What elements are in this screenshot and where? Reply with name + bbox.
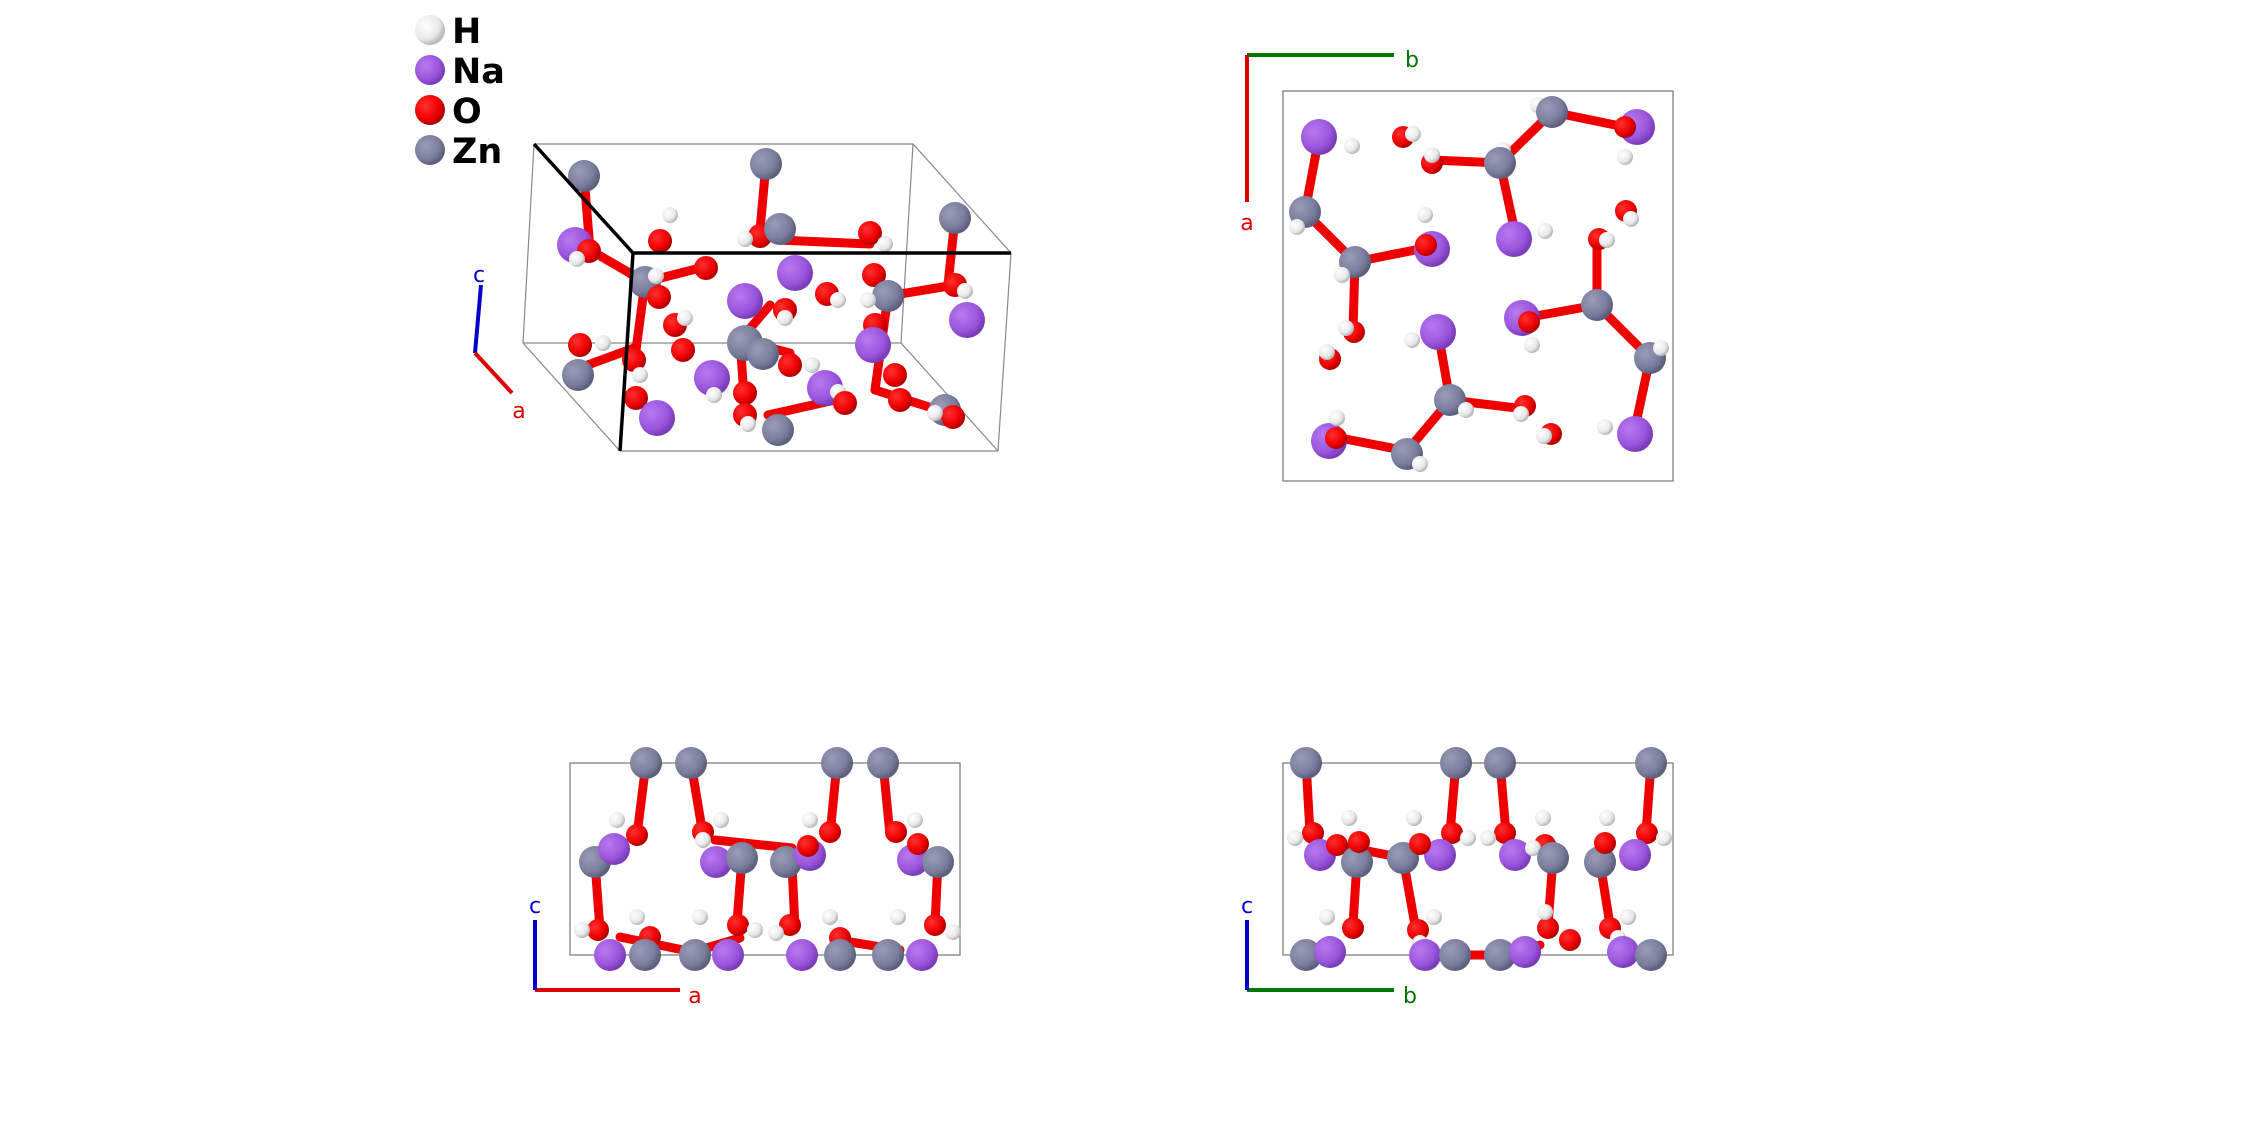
legend-label-zn: Zn xyxy=(452,132,502,172)
h-atom-icon xyxy=(415,15,445,45)
unit-cell-box xyxy=(522,143,1012,452)
atoms xyxy=(574,747,961,971)
a-axis-label: a xyxy=(1240,211,1253,236)
c-axis-label: c xyxy=(1241,894,1253,919)
bonds xyxy=(1300,107,1655,456)
axis-indicator: b c xyxy=(1241,894,1417,1009)
legend-item-o: O xyxy=(415,92,482,132)
bonds xyxy=(590,758,943,957)
b-axis-label: b xyxy=(1403,984,1417,1009)
axis-indicator: c a xyxy=(473,263,526,424)
legend-item-na: Na xyxy=(415,52,505,92)
na-atom-icon xyxy=(415,55,445,85)
atoms xyxy=(1287,747,1672,971)
highlight-cell-edges xyxy=(532,142,1011,452)
axis-indicator: a c xyxy=(529,894,702,1009)
legend-label-h: H xyxy=(452,12,481,52)
zn-atom-icon xyxy=(415,135,445,165)
c-axis-label: c xyxy=(529,894,541,919)
unit-cell-box xyxy=(569,762,961,956)
a-axis-label: a xyxy=(688,984,701,1009)
axis-indicator: b a xyxy=(1240,48,1419,236)
a-axis-line xyxy=(473,351,514,395)
view-along-c-panel: b a xyxy=(1240,48,1674,482)
a-axis-label: a xyxy=(512,399,525,424)
c-axis-label: c xyxy=(473,263,485,288)
b-axis-label: b xyxy=(1405,48,1419,73)
legend-label-na: Na xyxy=(452,52,505,92)
o-atom-icon xyxy=(415,95,445,125)
atoms xyxy=(1289,96,1669,472)
c-axis-line xyxy=(473,284,483,354)
atoms xyxy=(557,148,985,446)
unit-cell-box xyxy=(1282,90,1674,482)
view-along-a-panel: b c xyxy=(1241,747,1674,1009)
legend-label-o: O xyxy=(452,92,482,132)
element-legend: H Na O Zn xyxy=(415,12,505,172)
legend-item-h: H xyxy=(415,12,481,52)
perspective-view-panel: c a xyxy=(473,142,1012,452)
view-along-b-panel: a c xyxy=(529,747,961,1009)
legend-item-zn: Zn xyxy=(415,132,502,172)
